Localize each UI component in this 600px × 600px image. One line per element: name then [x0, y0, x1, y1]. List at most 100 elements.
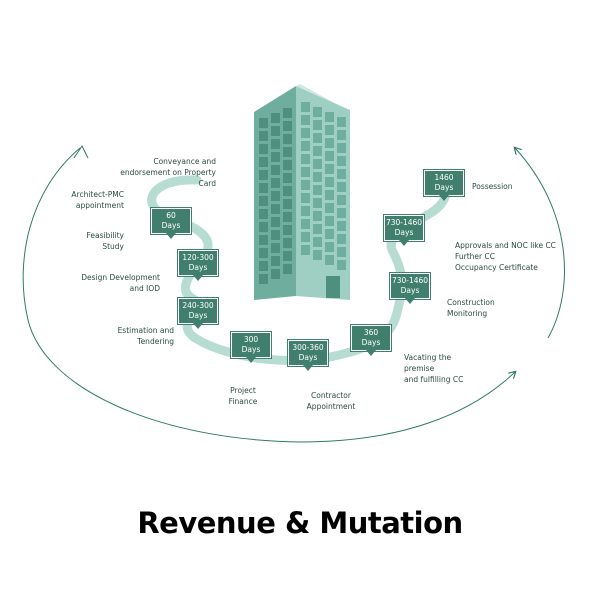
label-finance: Project Finance [228, 386, 258, 406]
tower-window [325, 229, 334, 239]
tower-window [259, 183, 268, 193]
tower-window [259, 274, 268, 284]
tower-window [325, 203, 334, 213]
tower-window [283, 147, 292, 157]
badge-360-days: 360 Days [351, 325, 391, 356]
tower-window [301, 154, 310, 164]
tower-window [271, 217, 280, 227]
tower-window [325, 190, 334, 200]
tower-window [337, 247, 346, 257]
tower-window [337, 117, 346, 127]
tower-door [326, 276, 340, 298]
tower-window [283, 225, 292, 235]
label-contractor: Contractor Appointment [306, 391, 356, 411]
tower-window [271, 204, 280, 214]
tower-window [259, 196, 268, 206]
tower-window [283, 134, 292, 144]
tower-window [325, 138, 334, 148]
cycle-arrow-left-head [73, 145, 89, 159]
label-design: Design Development and IOD [81, 273, 160, 293]
tower-window [313, 185, 322, 195]
label-construction: Construction Monitoring [447, 298, 495, 318]
tower-window [301, 115, 310, 125]
tower-window [337, 169, 346, 179]
tower-window [301, 128, 310, 138]
tower-window [325, 164, 334, 174]
tower-window [271, 243, 280, 253]
tower-window [325, 112, 334, 122]
tower-window [259, 144, 268, 154]
badge-text: 60 Days [161, 211, 181, 230]
tower-window [259, 248, 268, 258]
tower-window [325, 177, 334, 187]
tower-window [271, 178, 280, 188]
tower-window [325, 151, 334, 161]
badge-730-1460-days-upper: 730-1460 Days [384, 215, 424, 246]
tower-window [313, 198, 322, 208]
tower-window [301, 193, 310, 203]
tower-window [325, 216, 334, 226]
tower-window [337, 182, 346, 192]
badge-text: 730-1460 Days [385, 218, 423, 237]
tower-window [271, 191, 280, 201]
tower-window [271, 152, 280, 162]
tower-window [313, 159, 322, 169]
tower-window [259, 209, 268, 219]
tower-window [283, 212, 292, 222]
badge-300-days: 300 Days [231, 332, 271, 363]
tower-window [301, 102, 310, 112]
label-architect: Architect-PMC appointment [71, 190, 124, 210]
label-feasibility: Feasibility Study [86, 231, 125, 251]
cycle-arrow-left [22, 147, 515, 443]
tower-window [313, 211, 322, 221]
page-title: Revenue & Mutation [137, 506, 463, 540]
badge-text: 360 Days [361, 328, 381, 347]
tower-window [313, 250, 322, 260]
tower-window [301, 141, 310, 151]
tower-window [259, 261, 268, 271]
tower-window [313, 133, 322, 143]
tower-window [271, 256, 280, 266]
badge-text: 240-300 Days [182, 301, 214, 320]
badge-240-300-days: 240-300 Days [178, 298, 218, 329]
tower-window [271, 230, 280, 240]
tower-window [337, 208, 346, 218]
tower-window [313, 237, 322, 247]
tower-window [283, 160, 292, 170]
label-estimation: Estimation and Tendering [117, 326, 174, 346]
tower-window [301, 232, 310, 242]
tower-window [337, 260, 346, 270]
badge-text: 120-300 Days [182, 253, 214, 272]
tower-window [325, 255, 334, 265]
tower-window [271, 113, 280, 123]
tower-window [337, 143, 346, 153]
badge-730-1460-days-lower: 730-1460 Days [390, 273, 430, 304]
tower-window [313, 172, 322, 182]
tower-window [271, 269, 280, 279]
tower-window [259, 131, 268, 141]
tower-window [301, 167, 310, 177]
tower-window [301, 206, 310, 216]
tower-window [259, 170, 268, 180]
tower-window [325, 242, 334, 252]
badge-1460-days: 1460 Days [424, 170, 464, 201]
tower-window [271, 165, 280, 175]
tower-window [313, 107, 322, 117]
tower-window [259, 235, 268, 245]
tower-window [283, 108, 292, 118]
tower-window [271, 126, 280, 136]
tower-window [313, 120, 322, 130]
badge-text: 300-360 Days [292, 343, 324, 362]
label-possession: Possession [472, 182, 513, 191]
tower-window [259, 118, 268, 128]
tower-window [301, 219, 310, 229]
tower-window [283, 121, 292, 131]
tower-window [283, 251, 292, 261]
tower-window [325, 125, 334, 135]
label-vacating: Vacating the premise and fulfilling CC [404, 353, 464, 384]
tower-window [301, 180, 310, 190]
tower-window [337, 156, 346, 166]
tower-window [283, 186, 292, 196]
tower-window [337, 195, 346, 205]
